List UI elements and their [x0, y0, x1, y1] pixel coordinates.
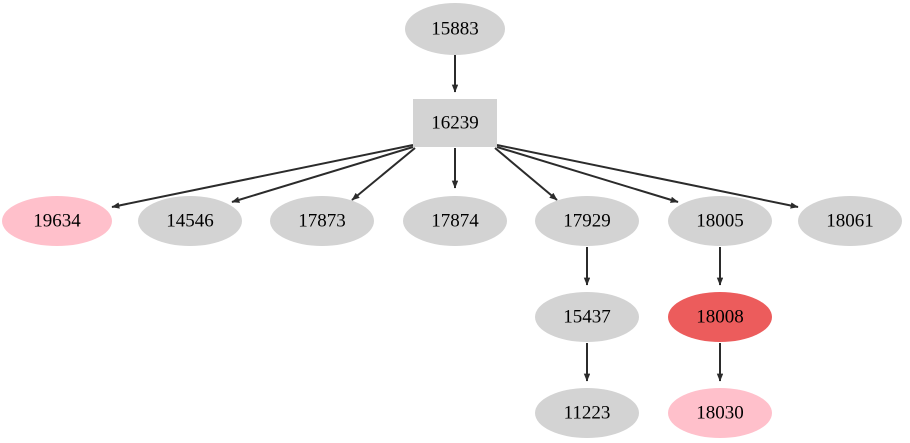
node-shape-ellipse[interactable]	[270, 196, 374, 246]
node-15883[interactable]: 15883	[405, 3, 505, 55]
node-17929[interactable]: 17929	[535, 196, 639, 246]
edges-layer	[111, 55, 799, 382]
node-18005[interactable]: 18005	[668, 196, 772, 246]
node-shape-ellipse[interactable]	[668, 388, 772, 438]
edge-16239-to-17873	[351, 147, 416, 201]
node-shape-ellipse[interactable]	[798, 196, 902, 246]
node-shape-ellipse[interactable]	[668, 292, 772, 342]
node-shape-ellipse[interactable]	[535, 196, 639, 246]
node-shape-ellipse[interactable]	[535, 292, 639, 342]
edge-16239-to-19634	[111, 144, 414, 209]
node-shape-ellipse[interactable]	[668, 196, 772, 246]
node-19634[interactable]: 19634	[2, 196, 112, 246]
node-17873[interactable]: 17873	[270, 196, 374, 246]
node-17874[interactable]: 17874	[403, 196, 507, 246]
node-14546[interactable]: 14546	[138, 196, 242, 246]
edge-16239-to-17929	[494, 147, 558, 201]
node-shape-ellipse[interactable]	[535, 388, 639, 438]
node-18061[interactable]: 18061	[798, 196, 902, 246]
node-15437[interactable]: 15437	[535, 292, 639, 342]
nodes-layer: 15883 16239 19634 14546 17873 17874 17929 18005…	[2, 3, 902, 438]
node-shape-ellipse[interactable]	[405, 3, 505, 55]
node-shape-ellipse[interactable]	[138, 196, 242, 246]
node-11223[interactable]: 11223	[535, 388, 639, 438]
edge-16239-to-18005	[496, 146, 679, 203]
node-18008[interactable]: 18008	[668, 292, 772, 342]
node-shape-rect[interactable]	[413, 99, 497, 147]
node-18030[interactable]: 18030	[668, 388, 772, 438]
edge-16239-to-18061	[496, 144, 799, 209]
node-16239[interactable]: 16239	[413, 99, 497, 147]
node-shape-ellipse[interactable]	[2, 196, 112, 246]
node-shape-ellipse[interactable]	[403, 196, 507, 246]
edge-16239-to-14546	[231, 146, 414, 203]
